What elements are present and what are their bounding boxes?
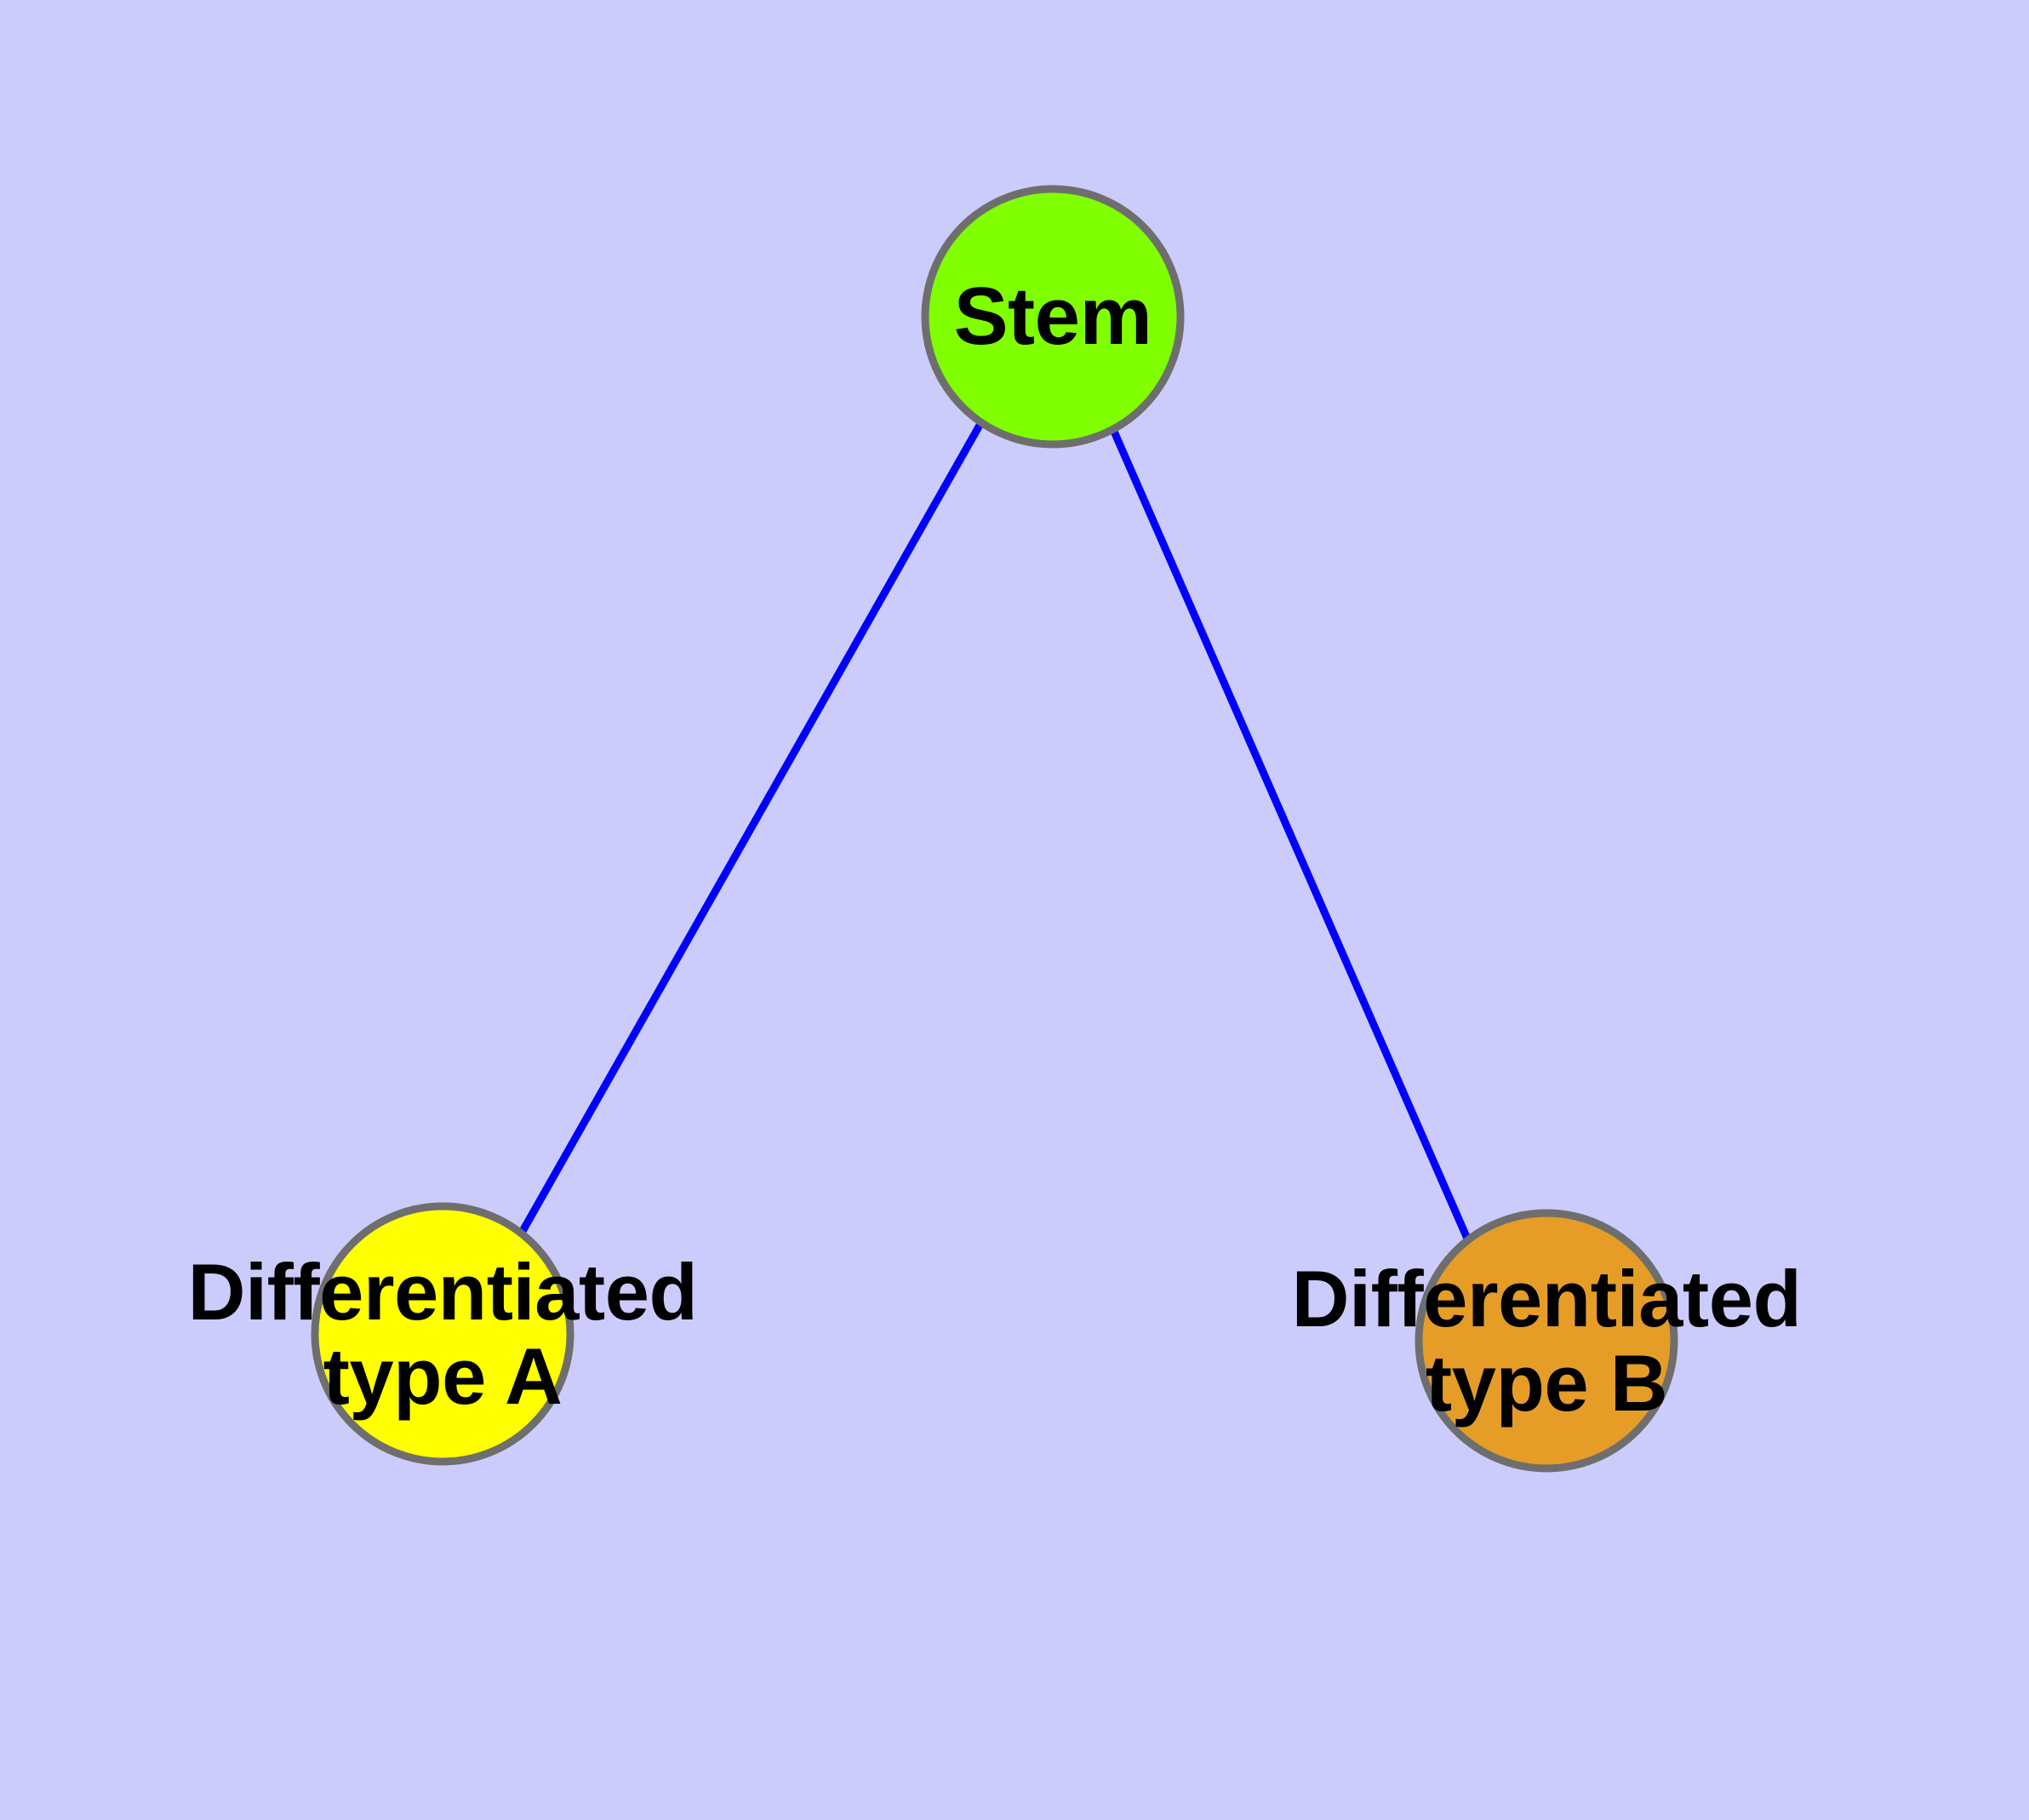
node-layer bbox=[311, 185, 1678, 1473]
node-differentiated-type-a[interactable] bbox=[311, 1202, 574, 1466]
node-differentiated-type-b[interactable] bbox=[1415, 1209, 1678, 1473]
edge-stem-to-diff-a[interactable] bbox=[518, 420, 985, 1235]
edge-stem-to-diff-b[interactable] bbox=[1107, 424, 1472, 1240]
edge-layer bbox=[518, 420, 1472, 1240]
node-stem[interactable] bbox=[921, 185, 1185, 449]
